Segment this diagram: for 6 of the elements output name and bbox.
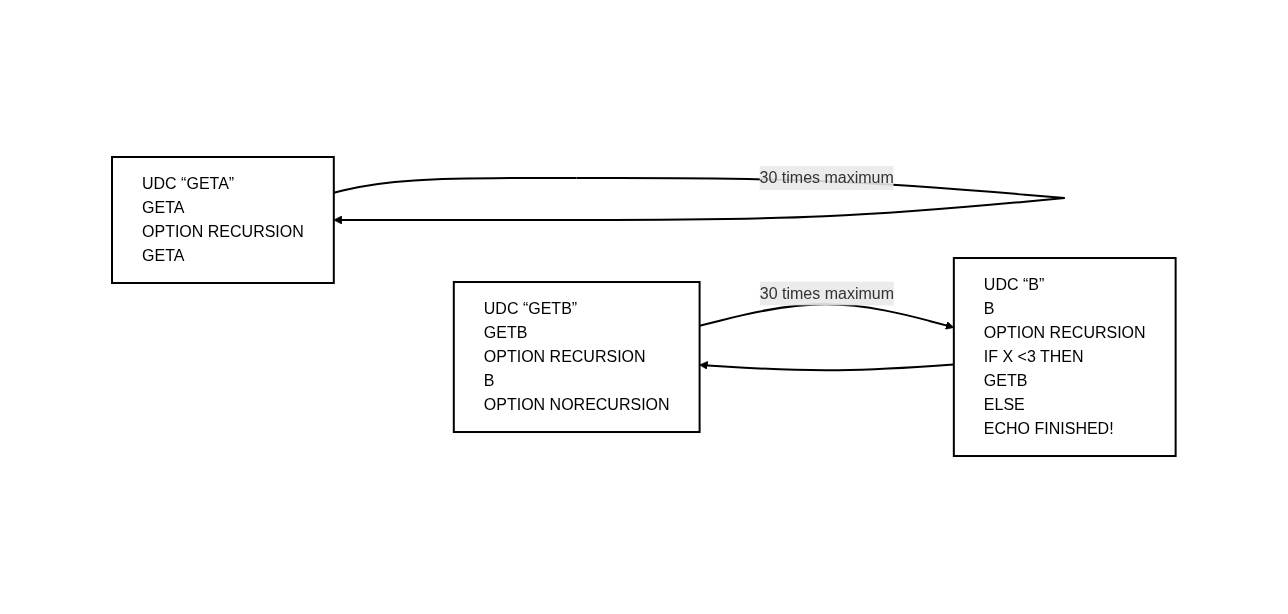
node-box: UDC “GETB” GETB OPTION RECURSION B OPTION NORECURSION bbox=[452, 281, 701, 434]
edge-label: 30 times maximum bbox=[759, 285, 895, 303]
arrow bbox=[699, 361, 955, 372]
node-box: UDC “B” B OPTION RECURSION IF X <3 THEN GETB ELSE ECHO FINISHED! bbox=[953, 257, 1177, 458]
node-box: UDC “GETA” GETA OPTION RECURSION GETA bbox=[111, 156, 335, 285]
edge-label: 30 times maximum bbox=[759, 169, 895, 187]
